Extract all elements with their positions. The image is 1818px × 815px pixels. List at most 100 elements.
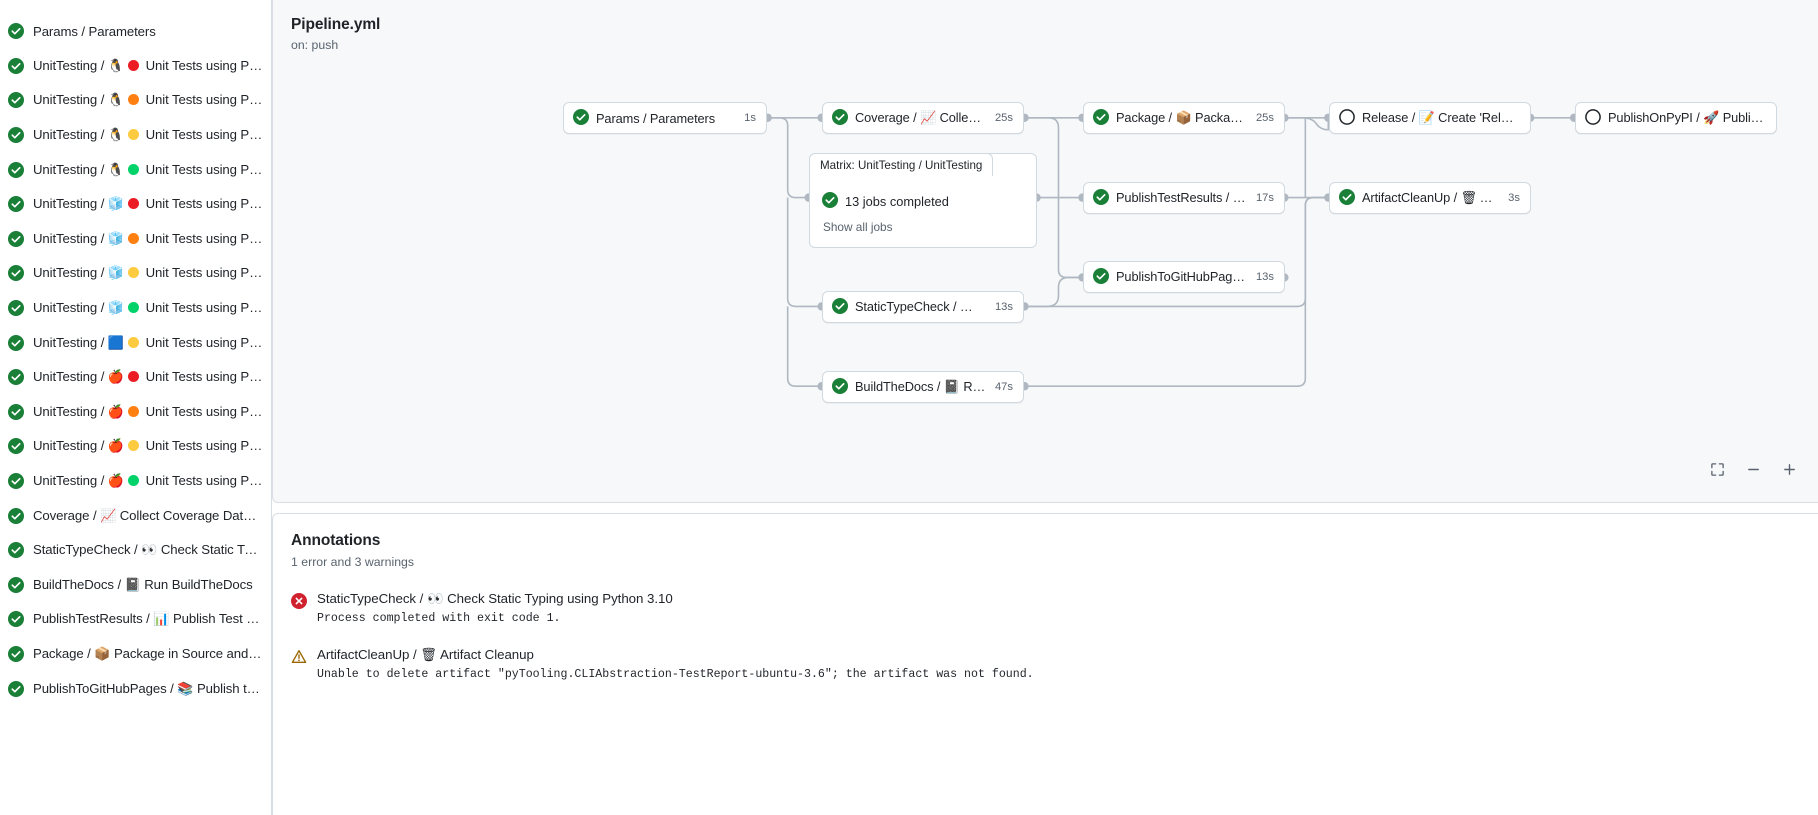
main-content: Pipeline.yml on: push [272,0,1818,815]
sidebar-job-item[interactable]: UnitTesting / 🐧 Unit Tests using Pyth... [0,49,271,84]
python-version-dot-green [127,475,139,487]
graph-node-statictypecheck[interactable]: StaticTypeCheck / 👀 Chec...13s [822,291,1024,323]
success-icon [832,297,848,317]
graph-node-label: Release / 📝 Create 'Release P... [1362,110,1520,125]
graph-header: Pipeline.yml on: push [273,0,1818,52]
sidebar-job-item[interactable]: UnitTesting / 🧊 Unit Tests using Pyth... [0,222,271,257]
success-icon [573,108,589,128]
graph-node-release[interactable]: Release / 📝 Create 'Release P... [1329,102,1531,134]
success-icon [8,300,24,317]
sidebar-job-label: StaticTypeCheck / 👀 Check Static Typing.… [33,542,263,558]
python-version-dot-orange [127,405,139,417]
graph-node-publishghpages[interactable]: PublishToGitHubPages / 📚 ... 13s [1083,261,1285,293]
sidebar-job-label: PublishToGitHubPages / 📚 Publish to G... [33,680,263,696]
sidebar-job-item[interactable]: UnitTesting / 🐧 Unit Tests using Pyth... [0,152,271,187]
annotation-heading: ArtifactCleanUp / 🗑 Artifact Cleanup [317,647,534,662]
python-version-dot-orange [127,232,139,244]
sidebar-job-item[interactable]: UnitTesting / 🐧 Unit Tests using Pyth... [0,83,271,118]
zoom-out-button[interactable] [1742,458,1764,480]
success-icon [8,369,24,386]
graph-node-label: Coverage / 📈 Collect Cove... [855,110,986,125]
success-icon [8,403,24,420]
penguin-icon: 🐧 [107,57,124,73]
sidebar-job-item[interactable]: UnitTesting / 🍎 Unit Tests using Pyth... [0,464,271,499]
sidebar-job-label: UnitTesting / 🧊 Unit Tests using Pyth... [33,196,263,212]
cube-icon: 🧊 [107,196,124,212]
graph-node-buildthedocs[interactable]: BuildTheDocs / 📓 Run Buil...47s [822,371,1024,403]
graph-node-label: BuildTheDocs / 📓 Run Buil... [855,379,986,394]
python-version-dot-orange [127,94,139,106]
sidebar-job-item[interactable]: PublishTestResults / 📊 Publish Test Resu… [0,602,271,637]
barchart-icon: 📊 [153,611,170,627]
annotation-item: StaticTypeCheck / 👀 Check Static Typing … [291,591,1818,625]
matrix-jobs-label: 13 jobs completed [845,194,949,209]
graph-node-duration: 13s [1255,271,1274,283]
graph-node-label: PublishTestResults / 📊 Pu... [1116,190,1247,206]
bluesquare-icon: 🟦 [107,334,124,350]
apple-icon: 🍎 [107,438,124,454]
success-icon [8,576,24,593]
graph-node-label: Package / 📦 Package in So... [1116,110,1247,125]
graph-node-coverage[interactable]: Coverage / 📈 Collect Cove...25s [822,102,1024,134]
sidebar-job-label: UnitTesting / 🐧 Unit Tests using Pyth... [33,92,263,108]
python-version-dot-red [127,198,139,210]
sidebar-job-item[interactable]: StaticTypeCheck / 👀 Check Static Typing.… [0,533,271,568]
sidebar-job-item[interactable]: UnitTesting / 🍎 Unit Tests using Pyth... [0,395,271,430]
sidebar-job-label: UnitTesting / 🧊 Unit Tests using Pyth... [33,300,263,316]
sidebar-job-label: PublishTestResults / 📊 Publish Test Resu… [33,611,263,627]
zoom-in-button[interactable] [1778,458,1800,480]
sidebar-job-item[interactable]: Params / Parameters [0,14,271,49]
show-all-jobs-link[interactable]: Show all jobs [823,220,893,234]
sidebar-job-label: UnitTesting / 🐧 Unit Tests using Pyth... [33,161,263,177]
success-icon [8,438,24,455]
success-icon [1093,108,1109,128]
graph-node-publishtestresults[interactable]: PublishTestResults / 📊 Pu... 17s [1083,182,1285,214]
barchart-icon: 📊 [1233,190,1247,205]
package-icon: 📦 [1175,110,1192,125]
penguin-icon: 🐧 [107,92,124,108]
success-icon [832,377,848,397]
success-icon [8,542,24,559]
sidebar-job-item[interactable]: UnitTesting / 🧊 Unit Tests using Pyth... [0,256,271,291]
warning-icon [291,649,307,670]
graph-node-duration: 17s [1255,192,1274,204]
sidebar-job-item[interactable]: Package / 📦 Package in Source and Wh... [0,637,271,672]
sidebar-job-item[interactable]: BuildTheDocs / 📓 Run BuildTheDocs [0,568,271,603]
graph-node-duration: 3s [1508,192,1520,204]
python-version-dot-green [127,302,139,314]
sidebar-job-item[interactable]: UnitTesting / 🧊 Unit Tests using Pyth... [0,291,271,326]
success-icon [8,334,24,351]
sidebar-job-item[interactable]: UnitTesting / 🐧 Unit Tests using Pyth... [0,118,271,153]
graph-edges [763,113,1579,391]
graph-node-label: PublishToGitHubPages / 📚 ... [1116,269,1247,284]
graph-node-publishpypi[interactable]: PublishOnPyPI / 🚀 Publish to ... [1575,102,1777,134]
fullscreen-icon[interactable] [1706,458,1728,480]
python-version-dot-green [127,163,139,175]
sidebar-job-item[interactable]: UnitTesting / 🍎 Unit Tests using Pyth... [0,360,271,395]
sidebar-job-item[interactable]: PublishToGitHubPages / 📚 Publish to G... [0,671,271,706]
matrix-jobs-completed[interactable]: 13 jobs completed [822,192,1024,211]
annotation-message: Process completed with exit code 1. [317,612,561,625]
success-icon [8,23,24,40]
python-version-dot-yellow [127,440,139,452]
zoom-controls [1706,458,1800,480]
sidebar-job-item[interactable]: UnitTesting / 🟦 Unit Tests using Pyth... [0,325,271,360]
python-version-dot-yellow [127,129,139,141]
sidebar-job-item[interactable]: Coverage / 📈 Collect Coverage Data usi..… [0,498,271,533]
python-version-dot-yellow [127,267,139,279]
matrix-group[interactable]: Matrix: UnitTesting / UnitTesting 13 job… [809,153,1037,248]
graph-node-package[interactable]: Package / 📦 Package in So...25s [1083,102,1285,134]
sidebar-job-item[interactable]: UnitTesting / 🧊 Unit Tests using Pyth... [0,187,271,222]
graph-node-artifactcleanup[interactable]: ArtifactCleanUp / 🗑 Artifac...3s [1329,182,1531,214]
graph-node-label: PublishOnPyPI / 🚀 Publish to ... [1608,110,1766,125]
python-version-dot-red [127,371,139,383]
eyes-icon: 👀 [959,299,976,314]
sidebar-job-item[interactable]: UnitTesting / 🍎 Unit Tests using Pyth... [0,429,271,464]
annotations-title: Annotations [291,532,381,549]
sidebar-job-label: UnitTesting / 🍎 Unit Tests using Pyth... [33,403,263,419]
books-icon: 📚 [177,680,194,696]
annotations-list: StaticTypeCheck / 👀 Check Static Typing … [291,591,1818,681]
